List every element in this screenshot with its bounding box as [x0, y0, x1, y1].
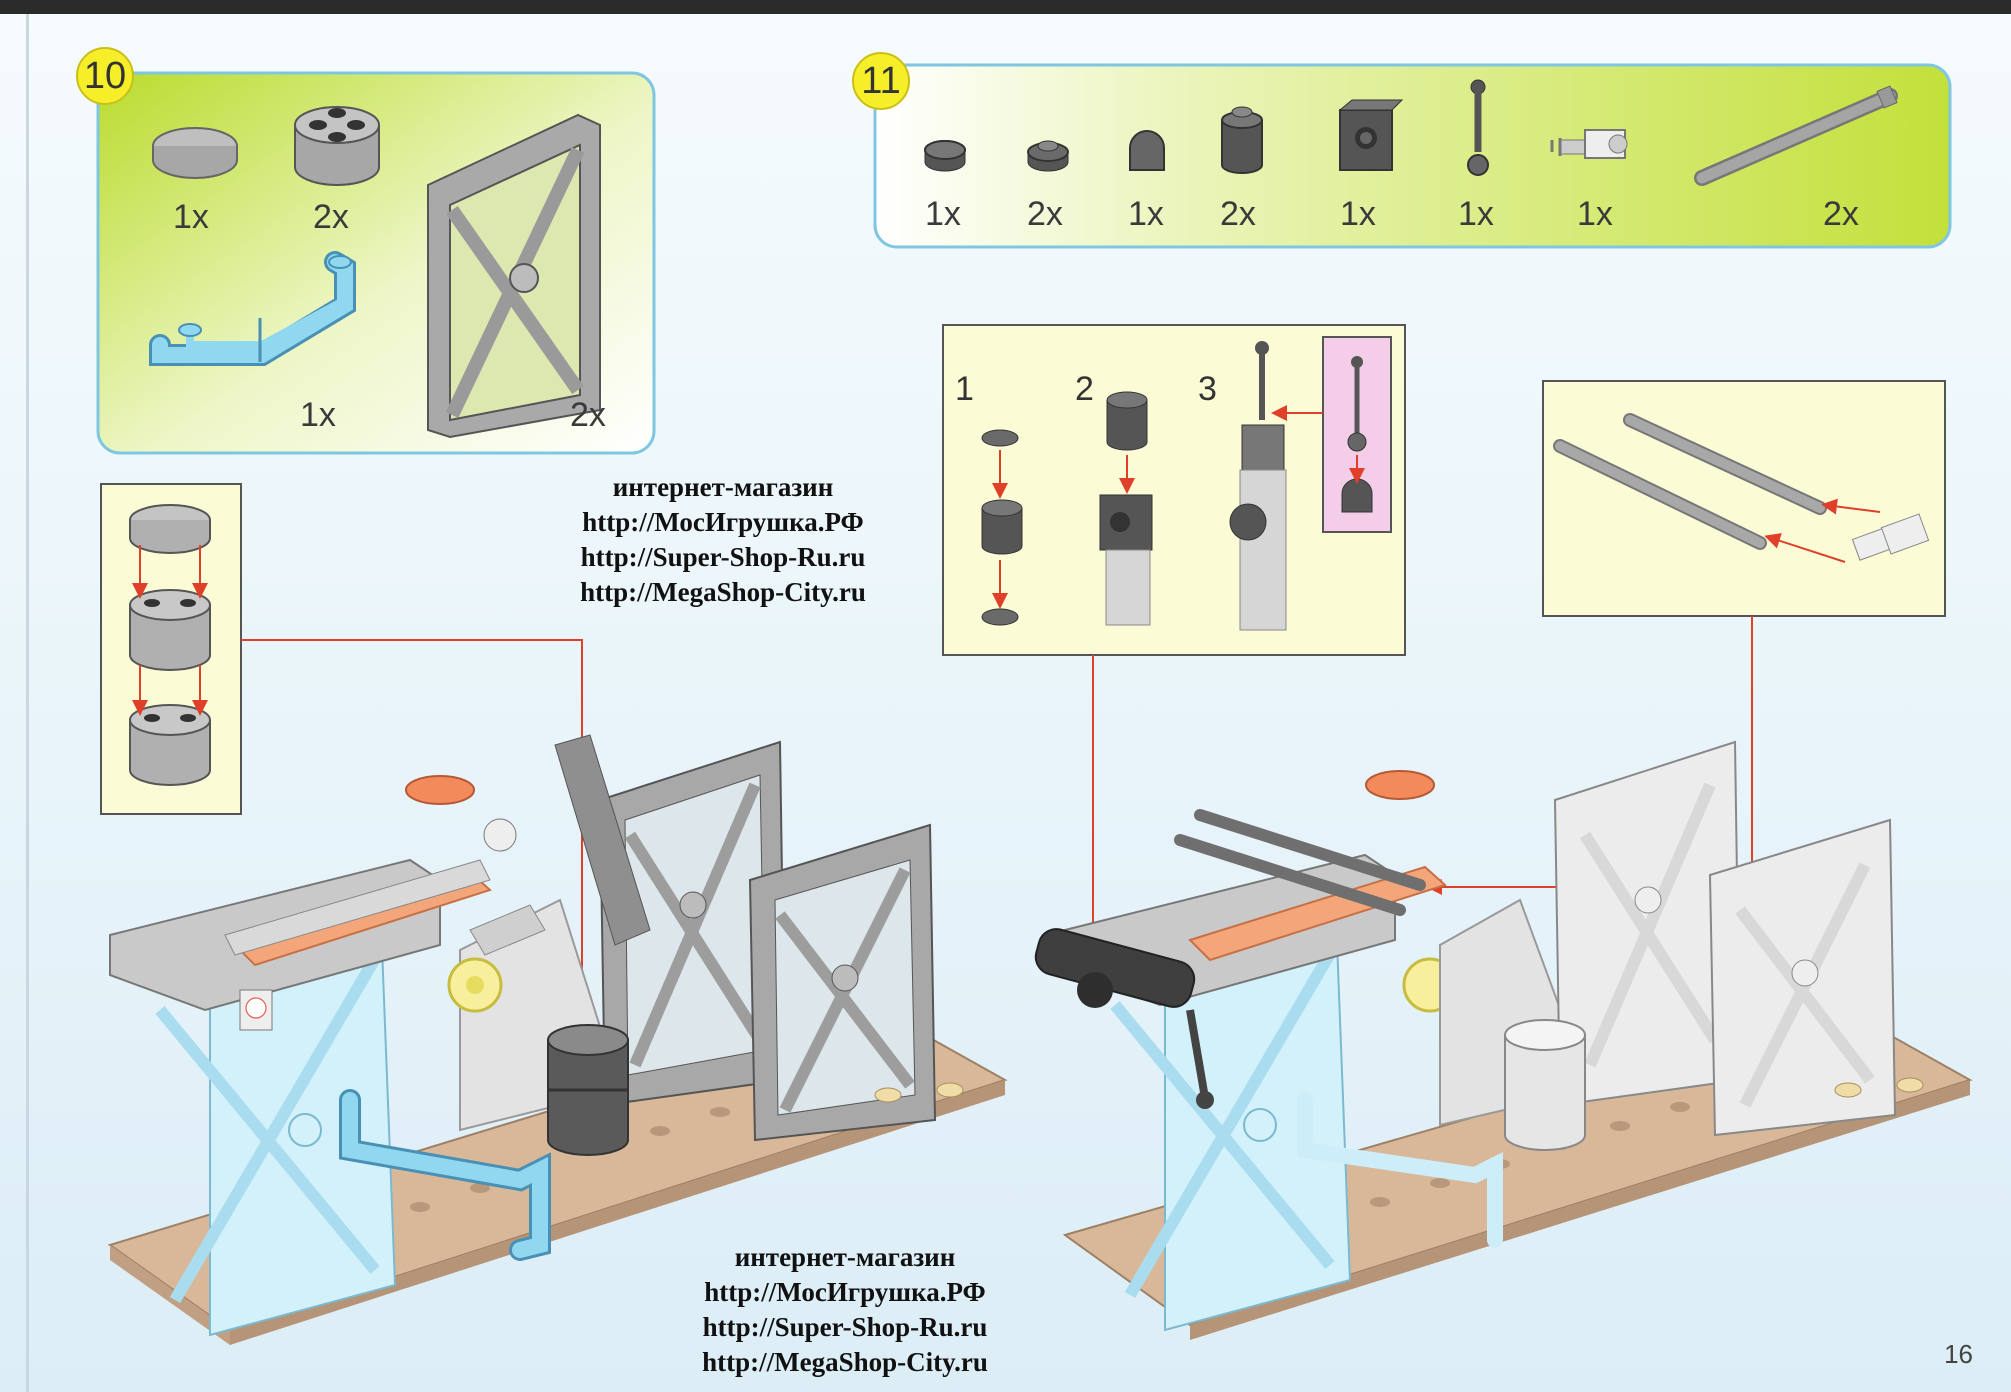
ad-top-line1: интернет-магазин	[612, 472, 834, 502]
step11-callout	[873, 63, 1952, 249]
step11-qty-2: 2x	[1027, 195, 1063, 233]
round-tile-2x2-icon	[152, 127, 238, 179]
step11-qty-7: 1x	[1577, 195, 1613, 233]
step10-callout	[96, 71, 656, 455]
dome-brick-1x1-icon	[1129, 130, 1165, 171]
bar-assembly-callout	[1542, 380, 1946, 617]
step11-badge: 11	[852, 52, 910, 110]
ad-bottom-line3: http://Super-Shop-Ru.ru	[702, 1312, 988, 1342]
step11-qty-1: 1x	[925, 195, 961, 233]
round-brick-2x2-icon	[294, 106, 380, 186]
ad-bottom-line2: http://МосИгрушка.РФ	[704, 1277, 986, 1307]
substep-2-label: 2	[1075, 370, 1094, 408]
ad-bottom-line4: http://MegaShop-City.ru	[702, 1347, 988, 1377]
step10-qty-round-brick: 2x	[313, 198, 349, 236]
page-spine	[26, 14, 29, 1392]
step10-qty-frame-panel: 2x	[570, 396, 606, 434]
watermark-ad-bottom: интернет-магазин http://МосИгрушка.РФ ht…	[665, 1240, 1025, 1380]
step11-qty-5: 1x	[1340, 195, 1376, 233]
assembly-arrow	[241, 639, 590, 1039]
step11-qty-4: 2x	[1220, 195, 1256, 233]
lever-bar-icon	[1467, 79, 1489, 176]
step11-qty-8: 2x	[1823, 195, 1859, 233]
step10-qty-round-tile: 1x	[173, 198, 209, 236]
round-plate-1x1-icon	[1027, 140, 1069, 172]
step10-qty-pipe-rail: 1x	[300, 396, 336, 434]
brick-with-stud-side-icon	[1338, 99, 1404, 171]
pipe-rail-icon	[149, 251, 356, 366]
step11-qty-3: 1x	[1128, 195, 1164, 233]
substep-1-label: 1	[955, 370, 974, 408]
scan-top-edge	[0, 0, 2011, 14]
watermark-ad-top: интернет-магазин http://МосИгрушка.РФ ht…	[543, 470, 903, 610]
ad-top-line2: http://МосИгрушка.РФ	[582, 507, 864, 537]
ad-bottom-line1: интернет-магазин	[734, 1242, 956, 1272]
step10-badge: 10	[76, 47, 134, 105]
substep-3-label: 3	[1198, 370, 1217, 408]
clip-bar-holder-icon	[1550, 129, 1628, 159]
page-number: 16	[1944, 1339, 1973, 1369]
round-brick-1x1-icon	[1221, 106, 1263, 174]
model-left	[107, 734, 1008, 1345]
long-bar-icon	[1694, 85, 1898, 186]
ad-top-line3: http://Super-Shop-Ru.ru	[580, 542, 866, 572]
model-right	[1034, 740, 1973, 1340]
ad-top-line4: http://MegaShop-City.ru	[580, 577, 866, 607]
round-tile-1x1-icon	[924, 140, 966, 172]
lever-assembly-callout	[942, 324, 1406, 656]
step11-qty-6: 1x	[1458, 195, 1494, 233]
round-brick-stack-callout	[100, 483, 242, 815]
frame-panel-icon	[427, 113, 601, 439]
